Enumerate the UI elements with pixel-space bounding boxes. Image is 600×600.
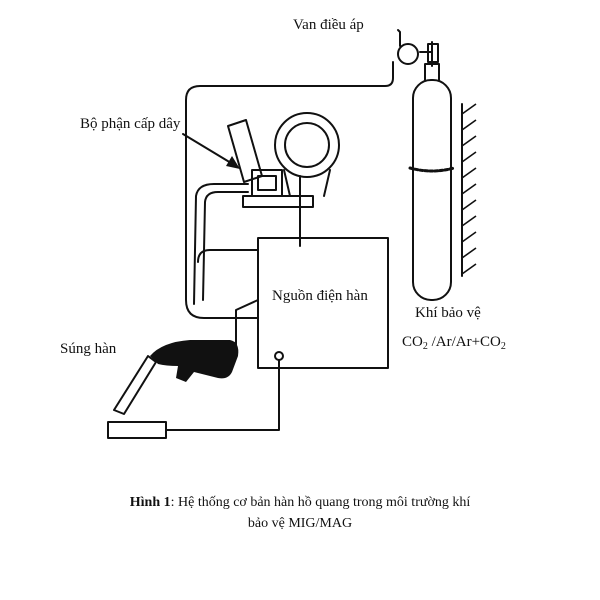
feeder-arrow [182, 133, 237, 167]
workpiece [107, 421, 167, 439]
gas-formula-label: CO2 /Ar/Ar+CO2 [402, 333, 506, 356]
regulator-label: Van điều áp [293, 17, 364, 33]
gas-mid: /Ar/Ar+CO [427, 334, 501, 350]
output-terminal [274, 351, 284, 361]
drive-roller [257, 175, 277, 191]
caption-line1: : Hệ thống cơ bản hàn hồ quang trong môi… [170, 495, 471, 510]
wire-spool [274, 112, 340, 178]
wire-conduit [193, 183, 249, 305]
power-source-label: Nguồn điện hàn [272, 288, 368, 304]
arrowhead [226, 156, 240, 169]
figure-caption: Hình 1: Hệ thống cơ bản hàn hồ quang tro… [0, 493, 600, 513]
ground-cable [165, 359, 280, 431]
regulator-gauge [397, 43, 419, 65]
wire-feeder-label: Bộ phận cấp dây [80, 116, 181, 132]
feeder-arm [227, 119, 263, 183]
gun-hose [235, 299, 259, 347]
gas-sub-b: 2 [500, 341, 506, 352]
cylinder-chain [408, 166, 456, 173]
regulator-body [427, 43, 439, 63]
gas-cylinder [412, 79, 452, 301]
gun-handle [150, 340, 239, 382]
gas-sub-a: 2 [422, 341, 428, 352]
gun-label: Súng hàn [60, 341, 117, 357]
gas-hose [185, 61, 394, 319]
shield-gas-label: Khí bảo vệ [415, 305, 481, 321]
power-source-box [257, 237, 389, 369]
wall-hatching [461, 103, 477, 275]
feeder-base [242, 195, 314, 208]
feeder-cable [197, 249, 259, 263]
drive-housing [251, 169, 283, 197]
figure-caption-line2: bảo vệ MIG/MAG [247, 516, 353, 531]
wire-conduit-inner [202, 191, 249, 301]
gun-nozzle [113, 355, 157, 415]
caption-prefix: Hình 1 [129, 495, 171, 510]
wire-spool-hub [284, 122, 330, 168]
gas-co-a: CO [402, 334, 423, 350]
